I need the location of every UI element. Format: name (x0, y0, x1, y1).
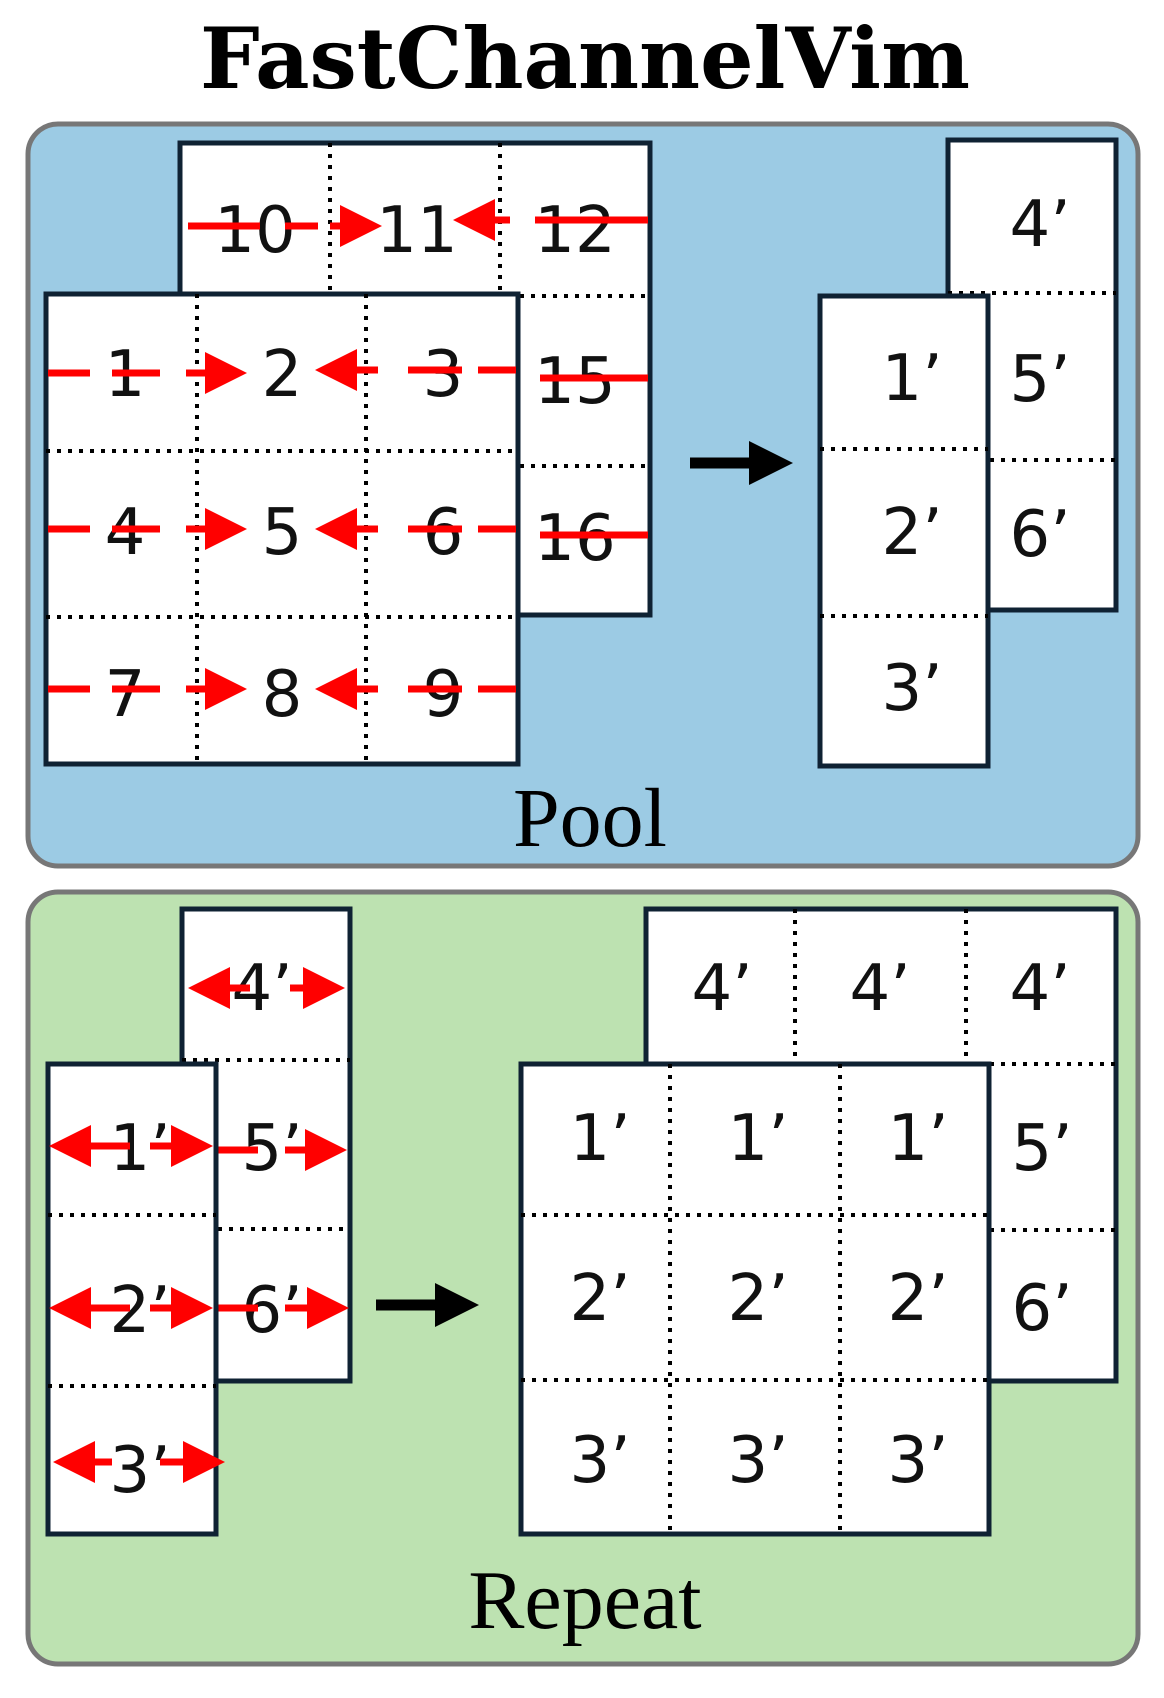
pool-out-cell-1p: 1’ (881, 342, 942, 416)
repeat-panel: 4’ 5’ 6’ 1’ 2’ 3’ (25, 889, 1141, 1667)
pool-out-cell-5p: 5’ (1009, 343, 1070, 417)
pool-cell-12: 12 (534, 194, 615, 268)
repeat-in-cell-3p: 3’ (109, 1434, 170, 1508)
pool-out-cell-3p: 3’ (881, 652, 942, 726)
pool-cell-11: 11 (376, 194, 457, 268)
pool-output-front-channel: 1’ 2’ 3’ (817, 293, 991, 769)
pool-cell-16: 16 (534, 502, 615, 576)
repeat-out-cell-4p: 4’ (691, 952, 752, 1026)
pool-cell-6: 6 (423, 496, 464, 570)
repeat-out-cell-6p: 6’ (1011, 1272, 1072, 1346)
pool-cell-10: 10 (214, 194, 295, 268)
pool-cell-5: 5 (262, 496, 303, 570)
repeat-out-cell-3p: 3’ (569, 1424, 630, 1498)
pool-panel: 10 11 12 15 16 1 2 3 4 5 6 (25, 121, 1141, 869)
repeat-out-cell-4p: 4’ (849, 952, 910, 1026)
repeat-output-front-channel: 1’ 1’ 1’ 2’ 2’ 2’ 3’ 3’ 3’ (518, 1061, 992, 1537)
pool-label: Pool (513, 772, 667, 865)
repeat-out-cell-3p: 3’ (887, 1424, 948, 1498)
pool-cell-7: 7 (105, 658, 146, 732)
pool-out-cell-2p: 2’ (881, 496, 942, 570)
pool-cell-4: 4 (105, 496, 146, 570)
repeat-label: Repeat (468, 1554, 701, 1647)
repeat-out-cell-2p: 2’ (569, 1262, 630, 1336)
pool-cell-2: 2 (262, 338, 303, 412)
repeat-out-cell-4p: 4’ (1009, 952, 1070, 1026)
repeat-out-cell-1p: 1’ (569, 1102, 630, 1176)
pool-cell-15: 15 (534, 345, 615, 419)
repeat-out-cell-2p: 2’ (887, 1262, 948, 1336)
pool-cell-9: 9 (423, 658, 464, 732)
repeat-out-cell-3p: 3’ (727, 1424, 788, 1498)
pool-cell-3: 3 (423, 338, 464, 412)
pool-out-cell-6p: 6’ (1009, 498, 1070, 572)
repeat-out-cell-1p: 1’ (727, 1102, 788, 1176)
pool-out-cell-4p: 4’ (1009, 188, 1070, 262)
repeat-input-front-channel: 1’ 2’ 3’ (45, 1061, 225, 1537)
diagram-title: FastChannelVim (200, 9, 970, 108)
repeat-out-cell-2p: 2’ (727, 1262, 788, 1336)
pool-input-front-channel: 1 2 3 4 5 6 7 8 9 (43, 291, 521, 767)
repeat-out-cell-5p: 5’ (1011, 1112, 1072, 1186)
repeat-out-cell-1p: 1’ (887, 1102, 948, 1176)
pool-cell-8: 8 (262, 658, 303, 732)
